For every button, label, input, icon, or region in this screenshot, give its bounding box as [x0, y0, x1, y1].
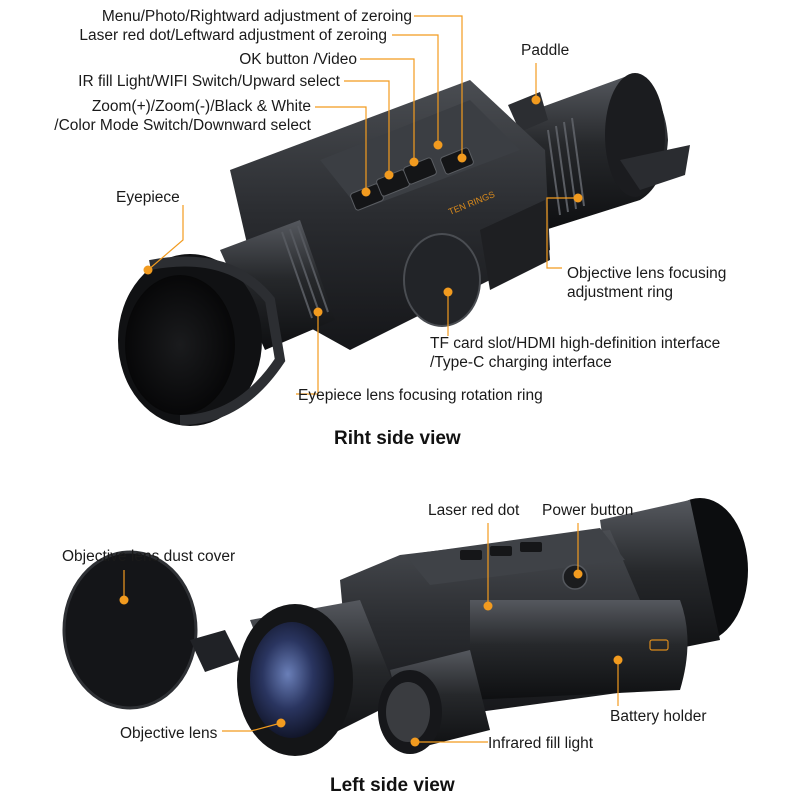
label-ok-button: OK button /Video — [239, 51, 357, 68]
label-tf-card-1: TF card slot/HDMI high-definition interf… — [430, 335, 721, 352]
top-panel — [320, 100, 520, 210]
label-objective-ring-1: Objective lens focusing — [567, 265, 727, 282]
label-menu: Menu/Photo/Rightward adjustment of zeroi… — [101, 8, 412, 25]
battery-tube — [470, 600, 688, 700]
label-eyepiece-ring: Eyepiece lens focusing rotation ring — [298, 387, 543, 404]
label-objective-lens: Objective lens — [120, 725, 218, 742]
lens-cap-hinge — [620, 145, 690, 190]
eyecup-inner — [125, 275, 235, 415]
bottom-buttons — [460, 542, 542, 560]
top-device: TEN RINGS — [118, 73, 690, 426]
label-objective-ring-2: adjustment ring — [567, 284, 673, 301]
label-zoom-2: /Color Mode Switch/Downward select — [54, 117, 311, 134]
label-infrared-fill-light: Infrared fill light — [488, 735, 594, 752]
bottom-device — [62, 498, 748, 756]
objective-glass — [250, 622, 334, 738]
picatinny-rail — [480, 200, 550, 290]
eyepiece-ring-ribs — [281, 225, 329, 319]
caption-left-side: Left side view — [330, 775, 455, 796]
bottom-top-panel — [405, 528, 625, 585]
callout-lines — [123, 15, 619, 743]
label-dust-cover: Objective lens dust cover — [62, 548, 236, 565]
dust-cover — [62, 550, 198, 710]
label-laser-zeroing: Laser red dot/Leftward adjustment of zer… — [79, 27, 387, 44]
dust-cover-hinge — [190, 630, 240, 672]
ir-light-glass — [386, 682, 430, 742]
caption-right-side: Riht side view — [334, 428, 461, 449]
battery-symbol — [649, 639, 669, 651]
label-battery-holder: Battery holder — [610, 708, 707, 725]
label-tf-card-2: /Type-C charging interface — [430, 354, 612, 371]
port-cover — [403, 233, 481, 327]
label-power-button: Power button — [542, 502, 634, 519]
callout-dots — [119, 95, 623, 747]
label-zoom-1: Zoom(+)/Zoom(-)/Black & White — [91, 98, 311, 115]
label-laser-red-dot: Laser red dot — [428, 502, 520, 519]
label-paddle: Paddle — [521, 42, 570, 59]
eyecup-folds — [149, 256, 286, 425]
label-ir-fill-light: IR fill Light/WIFI Switch/Upward select — [78, 73, 340, 90]
label-eyepiece: Eyepiece — [116, 189, 180, 206]
